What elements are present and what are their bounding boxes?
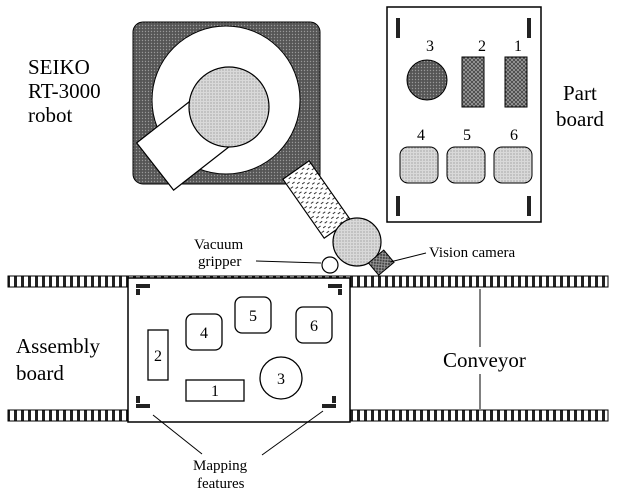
- assembly-part-5: [234, 296, 272, 334]
- assembly-board-label: Assembly board: [16, 334, 101, 385]
- part-board-slot-3: [406, 59, 448, 101]
- mapping-feature: [527, 196, 531, 216]
- conveyor-label-text: Conveyor: [443, 348, 526, 372]
- robot-label-line-2: RT-3000: [28, 79, 101, 103]
- robot-label-line-3: robot: [28, 103, 72, 127]
- mapping-feature: [136, 396, 140, 403]
- part-board: 3 2 1 4 5 6: [386, 6, 542, 223]
- assembly-part-3: [259, 356, 303, 400]
- mapping-features-leader-right: [261, 410, 324, 456]
- part-board-slot-6-label: 6: [510, 127, 518, 144]
- robot-shoulder-joint: [188, 66, 270, 148]
- assembly-part-6-label: 6: [310, 318, 318, 335]
- vacuum-gripper-label: Vacuum gripper: [194, 237, 322, 270]
- assembly-part-5-label: 5: [249, 308, 257, 325]
- part-board-label-line-2: board: [556, 107, 604, 131]
- part-board-slot-6: [493, 146, 533, 184]
- mapping-feature: [322, 404, 336, 408]
- robot-label: SEIKO RT-3000 robot: [28, 55, 101, 127]
- mapping-features-label-line-1: Mapping: [193, 458, 248, 474]
- vision-camera-label-text: Vision camera: [429, 245, 515, 261]
- mapping-feature: [396, 196, 400, 216]
- mapping-features-leader-left: [152, 414, 203, 455]
- vision-camera-leader: [389, 252, 427, 263]
- assembly-part-1: [185, 379, 245, 402]
- assembly-part-4-label: 4: [200, 325, 208, 342]
- mapping-features-label-line-2: features: [197, 476, 245, 492]
- part-board-label-line-1: Part: [563, 81, 597, 105]
- robot-label-line-1: SEIKO: [28, 55, 90, 79]
- vacuum-gripper-label-line-2: gripper: [198, 254, 241, 270]
- assembly-part-1-label: 1: [211, 383, 219, 400]
- mapping-feature: [332, 396, 336, 403]
- part-board-slot-1-label: 1: [514, 38, 522, 55]
- part-board-slot-4: [399, 146, 439, 184]
- part-board-slot-5-label: 5: [463, 127, 471, 144]
- assembly-board-label-line-1: Assembly: [16, 334, 101, 358]
- mapping-feature: [338, 289, 342, 295]
- part-board-slot-3-label: 3: [426, 38, 434, 55]
- assembly-part-3-label: 3: [277, 371, 285, 388]
- mapping-feature: [328, 284, 342, 288]
- part-board-slot-5: [446, 146, 486, 184]
- part-board-slot-2-label: 2: [478, 38, 486, 55]
- assembly-board: 2 4 5 6 3 1: [127, 277, 351, 423]
- conveyor-label: Conveyor: [443, 289, 526, 409]
- part-board-slot-1: [504, 56, 528, 108]
- mapping-features-label: Mapping features: [152, 410, 324, 492]
- vacuum-gripper-leader: [255, 260, 322, 264]
- part-board-label: Part board: [556, 81, 604, 131]
- part-board-slot-4-label: 4: [417, 127, 425, 144]
- vision-camera: [367, 249, 395, 276]
- assembly-part-6: [295, 306, 333, 344]
- robot-wrist: [332, 217, 382, 267]
- assembly-part-4: [185, 313, 223, 351]
- assembly-part-2-label: 2: [154, 348, 162, 365]
- mapping-feature: [136, 284, 150, 288]
- mapping-feature: [527, 18, 531, 38]
- mapping-feature: [396, 18, 400, 38]
- part-board-slot-2: [461, 56, 485, 108]
- vacuum-gripper-label-line-1: Vacuum: [194, 237, 243, 253]
- mapping-feature: [136, 289, 140, 295]
- assembly-board-label-line-2: board: [16, 361, 64, 385]
- mapping-feature: [136, 404, 150, 408]
- vacuum-gripper: [321, 256, 339, 274]
- part-board-outline: [386, 6, 542, 223]
- assembly-part-2: [147, 329, 169, 381]
- vision-camera-label: Vision camera: [389, 245, 515, 263]
- robot: [132, 21, 395, 276]
